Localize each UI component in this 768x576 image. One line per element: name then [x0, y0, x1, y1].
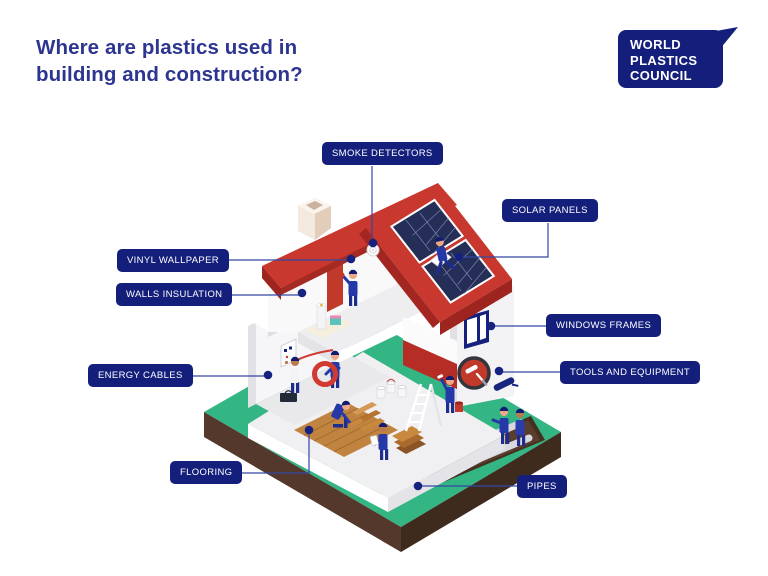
leader-lines	[184, 166, 560, 487]
wood-pile	[392, 426, 426, 454]
label-pipes: PIPES	[517, 475, 567, 498]
window-frame	[464, 310, 489, 349]
logo-line1: WORLD	[630, 37, 682, 52]
logo-line2: PLASTICS	[630, 52, 698, 68]
worker-pointing	[491, 406, 510, 444]
paint-buckets	[376, 378, 407, 399]
label-flooring: FLOORING	[170, 461, 243, 484]
worker-roofer	[429, 237, 456, 276]
worker-standing	[515, 408, 526, 446]
paint-roller	[493, 377, 519, 391]
title-line2: building and construction?	[36, 63, 303, 86]
label-smoke-detectors: SMOKE DETECTORS	[322, 142, 443, 165]
worker-floor-layer	[331, 400, 364, 428]
leader-dots	[263, 238, 504, 491]
label-vinyl-wallpaper: VINYL WALLPAPER	[117, 249, 230, 272]
attic-supplies	[306, 302, 352, 338]
title-line1: Where are plastics used in	[36, 36, 298, 59]
label-walls-insulation: WALLS INSULATION	[116, 283, 233, 306]
workers	[284, 237, 526, 460]
cable-coil	[312, 361, 338, 387]
chimney	[298, 198, 331, 240]
red-paint-bucket	[455, 401, 463, 412]
label-solar-panels: SOLAR PANELS	[502, 199, 598, 222]
worker-painter	[437, 374, 455, 413]
label-tools-and-equipment: TOOLS AND EQUIPMENT	[560, 361, 700, 384]
label-windows-frames: WINDOWS FRAMES	[546, 314, 662, 337]
painted-accent-wall	[403, 340, 457, 389]
label-energy-cables: ENERGY CABLES	[88, 364, 193, 387]
tools-magnifier	[457, 356, 491, 390]
worker-electrician	[284, 356, 300, 393]
logo-line3: COUNCIL	[630, 68, 693, 83]
wpc-logo: WORLD PLASTICS COUNCIL	[618, 27, 738, 88]
page-title: Where are plastics used in building and …	[36, 34, 303, 88]
worker-wallpaper	[339, 269, 358, 306]
ladder	[404, 383, 443, 432]
worker-clipboard	[369, 422, 389, 460]
wood-flooring	[294, 402, 398, 457]
